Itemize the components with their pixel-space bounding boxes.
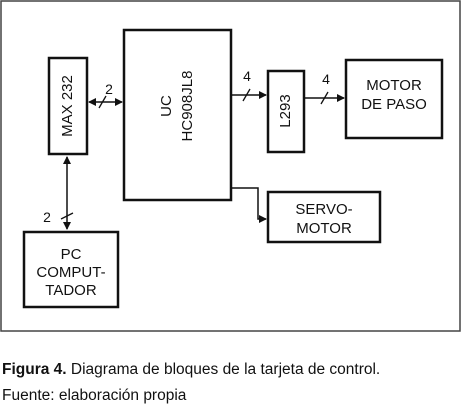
l293-label: L293: [277, 94, 294, 127]
uc-label: UC: [158, 95, 175, 117]
connector-uc-servo: [231, 187, 267, 223]
l293-block: L293: [266, 69, 306, 154]
figure-caption-text: Diagrama de bloques de la tarjeta de con…: [66, 361, 381, 378]
block-diagram: MAX 232 UC HC908JL8 L293 MOTOR DE PASO S…: [0, 0, 461, 332]
stepper-motor-label-line1: MOTOR: [366, 77, 422, 94]
uc-block: UC HC908JL8: [122, 28, 233, 202]
diagram-frame: [0, 0, 461, 332]
stepper-motor-label-line2: DE PASO: [361, 96, 427, 113]
bus-l293-motor: 4: [304, 71, 345, 105]
bus-max232-uc: 2: [88, 81, 123, 109]
figure-caption: Figura 4. Diagrama de bloques de la tarj…: [2, 361, 460, 379]
bus-uc-l293-count: 4: [243, 68, 251, 84]
bus-pc-max232: 2: [43, 156, 74, 230]
stepper-motor-block: MOTOR DE PASO: [344, 58, 444, 140]
figure-caption-label: Figura 4.: [2, 361, 67, 378]
uc-model-label: HC908JL8: [179, 71, 196, 142]
max232-label: MAX 232: [59, 75, 76, 137]
figure-source: Fuente: elaboración propia: [2, 387, 187, 404]
pc-label-line2: COMPUT-: [36, 264, 105, 281]
bus-pc-max232-count: 2: [43, 209, 51, 225]
servo-motor-label-line1: SERVO-: [295, 201, 352, 218]
max232-block: MAX 232: [47, 56, 89, 156]
pc-block: PC COMPUT- TADOR: [22, 230, 120, 309]
servo-motor-block: SERVO- MOTOR: [266, 190, 382, 244]
bus-uc-l293: 4: [231, 68, 267, 102]
bus-max232-uc-count: 2: [105, 81, 113, 97]
pc-label-line3: TADOR: [45, 282, 97, 299]
bus-l293-motor-count: 4: [322, 71, 330, 87]
pc-label-line1: PC: [61, 246, 82, 263]
servo-motor-label-line2: MOTOR: [296, 220, 352, 237]
